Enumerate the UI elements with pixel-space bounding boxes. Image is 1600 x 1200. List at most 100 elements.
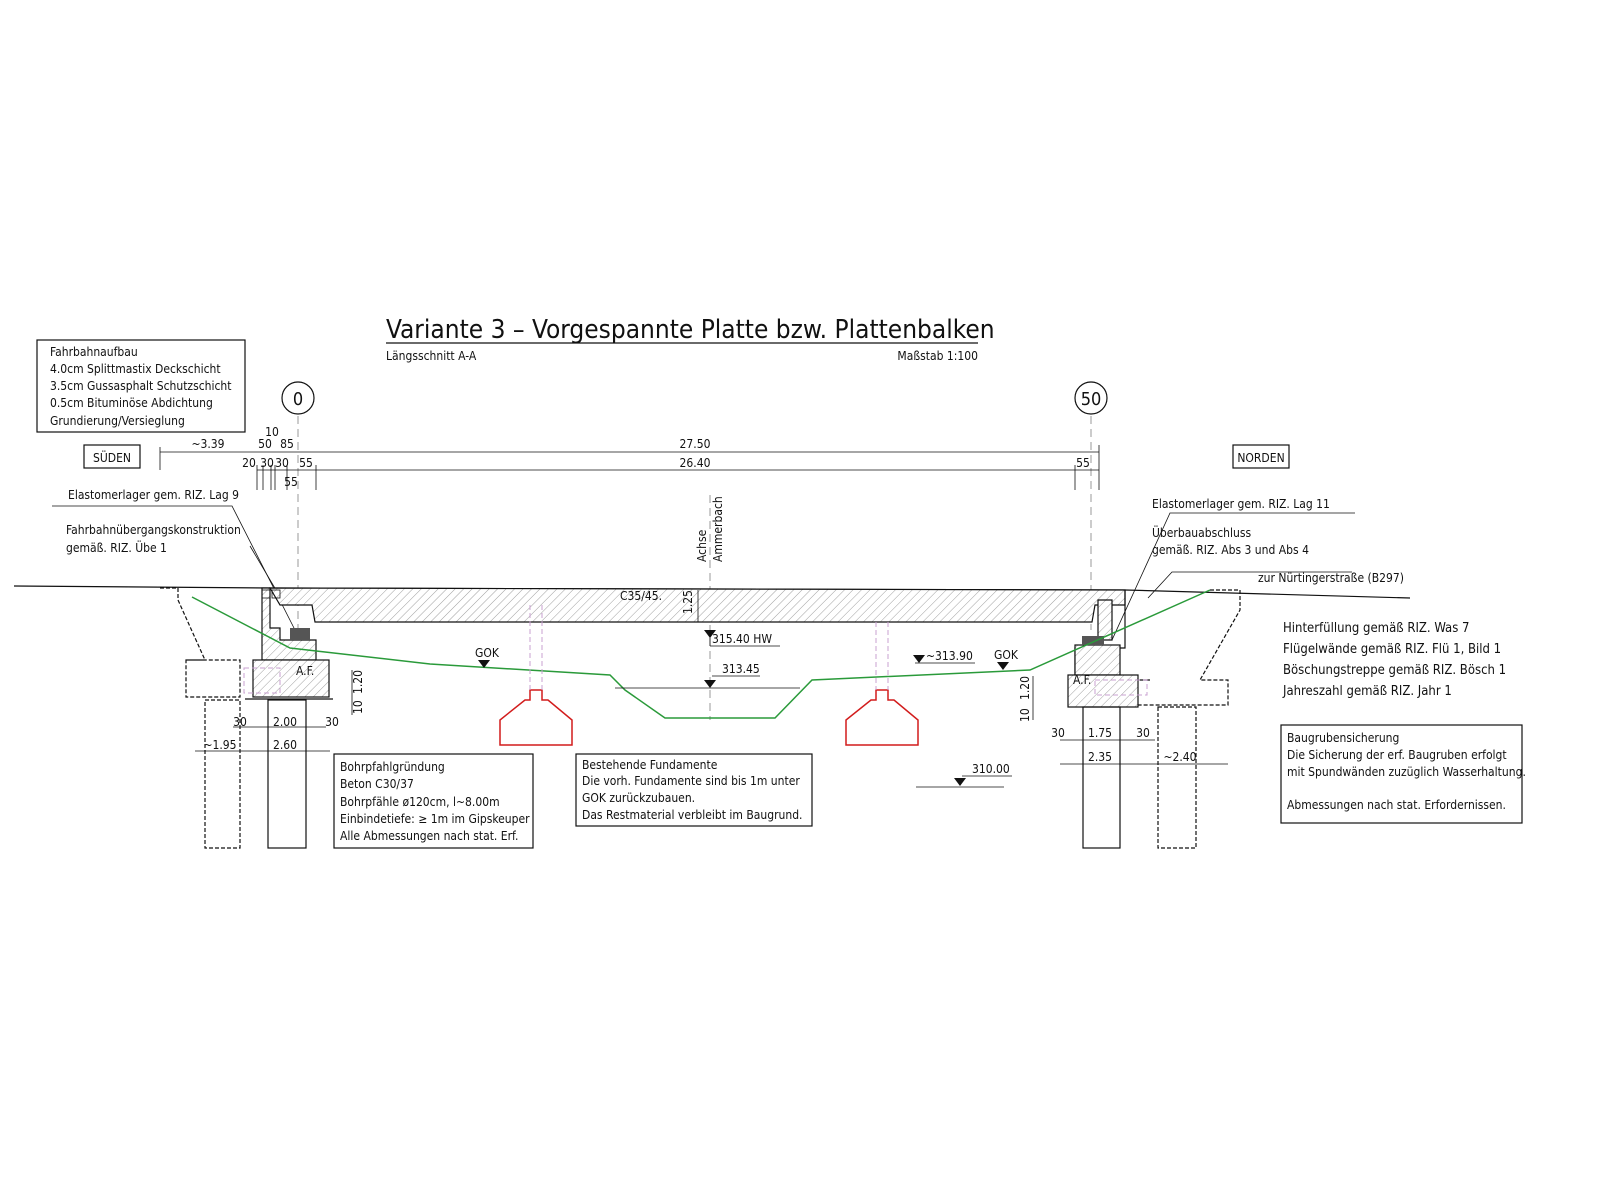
svg-text:55: 55: [299, 456, 313, 470]
svg-text:Elastomerlager gem. RIZ. Lag 9: Elastomerlager gem. RIZ. Lag 9: [68, 488, 239, 502]
slab-thickness: 1.25: [681, 590, 695, 614]
elevation-hw: 315.40 HW: [704, 630, 780, 647]
svg-text:20: 20: [242, 456, 256, 470]
svg-text:310.00: 310.00: [972, 762, 1010, 776]
svg-text:55: 55: [284, 475, 298, 489]
elevation-bottom: 310.00: [916, 762, 1012, 788]
drawing-subtitle: Längsschnitt A-A: [386, 349, 477, 363]
svg-text:Einbindetiefe: ≥ 1m im Gipskeu: Einbindetiefe: ≥ 1m im Gipskeuper: [340, 812, 530, 826]
svg-text:30: 30: [233, 715, 247, 729]
excavation-box: Baugrubensicherung Die Sicherung der erf…: [1280, 724, 1526, 824]
left-abutment: A.F.: [160, 587, 333, 700]
svg-text:Beton C30/37: Beton C30/37: [340, 777, 414, 791]
svg-text:Bestehende Fundamente: Bestehende Fundamente: [582, 758, 718, 772]
svg-text:SÜDEN: SÜDEN: [93, 449, 131, 465]
gok-right: GOK: [994, 648, 1019, 670]
svg-text:50: 50: [258, 437, 272, 451]
svg-text:1.20: 1.20: [1018, 676, 1032, 700]
svg-text:~313.90: ~313.90: [926, 649, 973, 663]
svg-text:26.40: 26.40: [680, 456, 711, 470]
deck-slab: [268, 587, 1126, 623]
svg-text:Abmessungen nach stat. Erforde: Abmessungen nach stat. Erfordernissen.: [1287, 798, 1506, 812]
svg-text:Alle Abmessungen nach stat. Er: Alle Abmessungen nach stat. Erf.: [340, 829, 518, 843]
svg-text:27.50: 27.50: [680, 437, 711, 451]
svg-text:~3.39: ~3.39: [191, 437, 224, 451]
svg-text:1.20: 1.20: [351, 670, 365, 694]
svg-text:10: 10: [1018, 708, 1032, 722]
svg-text:3.5cm Gussasphalt Schutzschich: 3.5cm Gussasphalt Schutzschicht: [50, 379, 232, 393]
svg-text:Fahrbahnaufbau: Fahrbahnaufbau: [50, 345, 138, 359]
svg-text:GOK: GOK: [475, 646, 500, 660]
svg-text:313.45: 313.45: [722, 662, 760, 676]
svg-text:Jahreszahl gemäß RIZ. Jahr 1: Jahreszahl gemäß RIZ. Jahr 1: [1282, 684, 1452, 699]
svg-text:10: 10: [351, 700, 365, 714]
right-foot-dimensions: 1.20 10 30 1.75 30 2.35 ~2.40: [1018, 676, 1228, 765]
svg-text:~2.40: ~2.40: [1163, 750, 1196, 764]
north-label: NORDEN: [1232, 444, 1290, 469]
dimension-chain: ~3.39 10 50 85 27.50 20 30 30 55 26.40 5…: [159, 425, 1100, 490]
old-foundation-right: [845, 689, 919, 746]
svg-text:Bohrpfähle ø120cm, l~8.00m: Bohrpfähle ø120cm, l~8.00m: [340, 795, 500, 809]
axis-marker-0: 0: [281, 381, 315, 415]
elevation-river: 313.45: [615, 662, 800, 689]
callout-joint-left: Fahrbahnübergangskonstruktion gemäß. RIZ…: [66, 523, 277, 591]
road-direction-label: zur Nürtingerstraße (B297): [1258, 571, 1404, 585]
svg-text:Flügelwände gemäß RIZ. Flü 1,: Flügelwände gemäß RIZ. Flü 1, Bild 1: [1283, 642, 1501, 657]
svg-text:A.F.: A.F.: [1073, 673, 1091, 687]
svg-text:GOK: GOK: [994, 648, 1019, 662]
svg-text:4.0cm Splittmastix Deckschicht: 4.0cm Splittmastix Deckschicht: [50, 362, 221, 376]
old-foundation-left: [499, 689, 573, 746]
axis-marker-50: 50: [1074, 381, 1108, 415]
callout-end-right: Überbauabschluss gemäß. RIZ. Abs 3 und A…: [1147, 524, 1352, 599]
svg-text:mit Spundwänden zuzüglich Wass: mit Spundwänden zuzüglich Wasserhaltung.: [1287, 765, 1526, 779]
left-piles: [204, 699, 307, 849]
svg-text:gemäß. RIZ. Übe 1: gemäß. RIZ. Übe 1: [66, 539, 167, 555]
svg-text:2.60: 2.60: [273, 738, 297, 752]
svg-text:30: 30: [1136, 726, 1150, 740]
terrain-line: [191, 589, 1211, 719]
svg-text:Überbauabschluss: Überbauabschluss: [1152, 524, 1251, 540]
svg-text:Fahrbahnübergangskonstruktion: Fahrbahnübergangskonstruktion: [66, 523, 241, 537]
svg-text:50: 50: [1081, 389, 1102, 410]
svg-text:315.40 HW: 315.40 HW: [712, 632, 772, 646]
road-build-box: Fahrbahnaufbau 4.0cm Splittmastix Decksc…: [36, 339, 246, 433]
svg-text:0: 0: [293, 389, 303, 410]
elevation-ground-right: ~313.90: [913, 649, 975, 664]
callout-bearing-left: Elastomerlager gem. RIZ. Lag 9: [52, 488, 296, 631]
svg-text:2.35: 2.35: [1088, 750, 1112, 764]
svg-text:Hinterfüllung gemäß RIZ. Was 7: Hinterfüllung gemäß RIZ. Was 7: [1283, 621, 1469, 636]
svg-text:2.00: 2.00: [273, 715, 297, 729]
svg-text:Baugrubensicherung: Baugrubensicherung: [1287, 731, 1399, 745]
svg-text:30: 30: [275, 456, 289, 470]
svg-text:~1.95: ~1.95: [203, 738, 236, 752]
svg-text:GOK zurückzubauen.: GOK zurückzubauen.: [582, 791, 695, 805]
piles-box: Bohrpfahlgründung Beton C30/37 Bohrpfähl…: [333, 753, 534, 849]
left-foot-dimensions: 1.20 10 30 2.00 30 ~1.95 2.60: [195, 670, 365, 752]
right-abutment: A.F.: [1067, 589, 1241, 708]
right-piles: [1082, 706, 1197, 849]
svg-text:NORDEN: NORDEN: [1237, 451, 1284, 465]
axis-label-river: Ammerbach: [711, 496, 725, 562]
svg-text:Bohrpfahlgründung: Bohrpfahlgründung: [340, 760, 445, 774]
foundations-box: Bestehende Fundamente Die vorh. Fundamen…: [575, 753, 813, 827]
south-label: SÜDEN: [83, 444, 141, 469]
svg-text:Das Restmaterial verbleibt im: Das Restmaterial verbleibt im Baugrund.: [582, 808, 802, 822]
svg-text:30: 30: [1051, 726, 1065, 740]
svg-text:10: 10: [265, 425, 279, 439]
svg-text:0.5cm Bituminöse Abdichtung: 0.5cm Bituminöse Abdichtung: [50, 396, 213, 410]
axis-label: Achse: [695, 529, 709, 562]
svg-text:85: 85: [280, 437, 294, 451]
svg-text:30: 30: [260, 456, 274, 470]
notes-right: Hinterfüllung gemäß RIZ. Was 7 Flügelwän…: [1282, 621, 1506, 699]
svg-text:30: 30: [325, 715, 339, 729]
gok-left: GOK: [475, 646, 500, 668]
svg-text:Elastomerlager gem. RIZ. Lag 1: Elastomerlager gem. RIZ. Lag 11: [1152, 497, 1330, 511]
svg-text:Die vorh. Fundamente sind bis: Die vorh. Fundamente sind bis 1m unter: [582, 774, 800, 788]
svg-text:A.F.: A.F.: [296, 664, 314, 678]
drawing-scale: Maßstab 1:100: [897, 349, 978, 363]
svg-text:Grundierung/Versieglung: Grundierung/Versieglung: [50, 414, 185, 428]
svg-text:gemäß. RIZ. Abs 3 und Abs 4: gemäß. RIZ. Abs 3 und Abs 4: [1152, 543, 1309, 557]
svg-text:Die Sicherung der erf. Baugrub: Die Sicherung der erf. Baugruben erfolgt: [1287, 748, 1507, 762]
svg-text:1.75: 1.75: [1088, 726, 1112, 740]
